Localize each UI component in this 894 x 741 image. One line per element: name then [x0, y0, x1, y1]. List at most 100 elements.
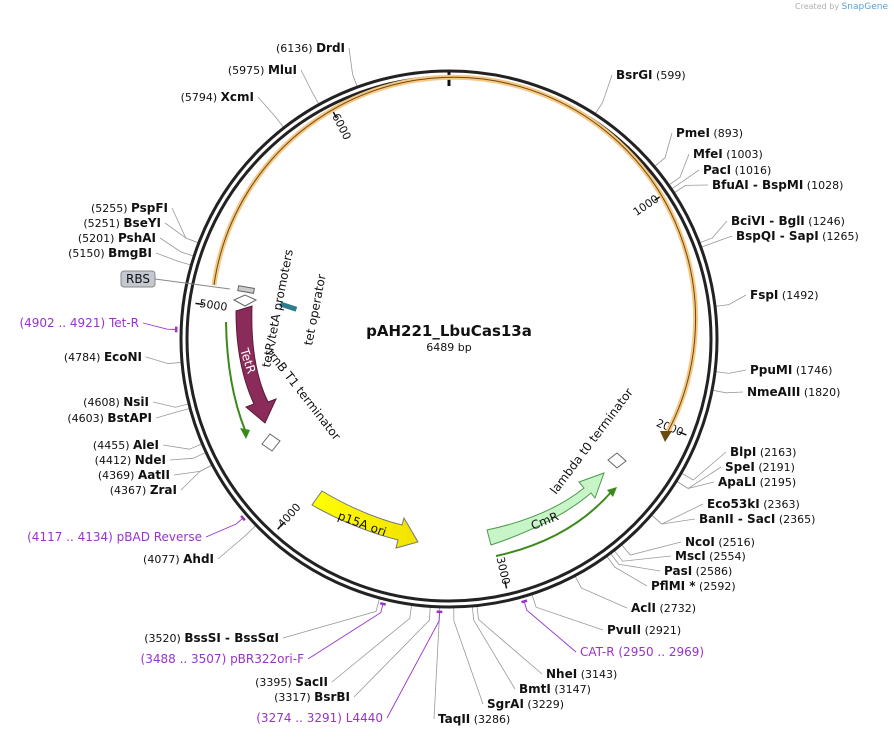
- site-position: (599): [653, 69, 686, 82]
- site-label[interactable]: SpeI (2191): [725, 460, 795, 474]
- tetR-green-head: [240, 428, 250, 439]
- site-position: (4455): [93, 439, 133, 452]
- site-position: (2586): [692, 565, 732, 578]
- site-label[interactable]: BsrGI (599): [616, 68, 686, 82]
- site-label[interactable]: BciVI - BglI (1246): [731, 214, 845, 228]
- primer-name: L4440: [346, 711, 383, 725]
- site-label[interactable]: FspI (1492): [750, 288, 818, 302]
- site-leader: [453, 607, 484, 705]
- site-leader: [180, 464, 212, 491]
- site-name: DrdI: [316, 41, 345, 55]
- site-label[interactable]: (3317) BsrBI: [274, 690, 350, 704]
- site-leader: [476, 606, 543, 675]
- site-label[interactable]: BanII - SacI (2365): [699, 512, 815, 526]
- site-label[interactable]: (4455) AleI: [93, 438, 159, 452]
- site-label[interactable]: NheI (3143): [546, 667, 617, 681]
- p15A-ori-arrow[interactable]: [311, 490, 419, 549]
- primer-label[interactable]: CAT-R (2950 .. 2969): [580, 645, 704, 659]
- site-label[interactable]: (6136) DrdI: [276, 41, 345, 55]
- site-leader: [654, 132, 673, 167]
- site-label[interactable]: BlpI (2163): [730, 445, 796, 459]
- site-label[interactable]: PasI (2586): [664, 564, 732, 578]
- site-label[interactable]: NmeAIII (1820): [747, 385, 840, 399]
- primer-label[interactable]: (4117 .. 4134) pBAD Reverse: [27, 530, 202, 544]
- site-leader: [162, 443, 202, 450]
- site-label[interactable]: (4603) BstAPI: [67, 411, 152, 425]
- site-label[interactable]: PpuMI (1746): [750, 363, 832, 377]
- rrnB-terminator-icon[interactable]: [261, 433, 281, 452]
- site-label[interactable]: (5251) BseYI: [83, 216, 161, 230]
- site-label[interactable]: PflMI * (2592): [651, 579, 736, 593]
- site-label[interactable]: (5150) BmgBI: [68, 246, 152, 260]
- primer-range: (2950 .. 2969): [615, 645, 705, 659]
- site-name: MfeI: [693, 147, 723, 161]
- site-label[interactable]: (4784) EcoNI: [64, 350, 142, 364]
- site-label[interactable]: TaqII (3286): [438, 712, 510, 726]
- site-leader: [699, 220, 728, 243]
- site-name: SacII: [295, 675, 328, 689]
- site-label[interactable]: PacI (1016): [703, 163, 771, 177]
- site-leader: [353, 607, 431, 698]
- CmR-arrow[interactable]: [486, 472, 605, 546]
- tet-operator-box[interactable]: [279, 301, 298, 312]
- site-name: TaqII: [438, 712, 470, 726]
- primer-leader: [205, 517, 245, 538]
- site-label[interactable]: BfuAI - BspMI (1028): [712, 178, 843, 192]
- snapgene-logo: SnapGene: [841, 2, 888, 12]
- rbs-marker[interactable]: RBS: [120, 270, 231, 290]
- site-name: BseYI: [123, 216, 161, 230]
- site-name: ZraI: [150, 483, 177, 497]
- site-label[interactable]: (5255) PspFI: [91, 201, 168, 215]
- site-name: AhdI: [183, 552, 214, 566]
- site-leader: [574, 576, 628, 609]
- primer-leader: [307, 602, 384, 660]
- site-name: NcoI: [685, 535, 715, 549]
- primer-label[interactable]: (3488 .. 3507) pBR322ori-F: [141, 652, 305, 666]
- site-label[interactable]: (4369) AatII: [98, 468, 170, 482]
- primer-label[interactable]: (3274 .. 3291) L4440: [256, 711, 383, 725]
- site-label[interactable]: (5201) PshAI: [78, 231, 156, 245]
- site-label[interactable]: (4367) ZraI: [110, 483, 177, 497]
- lambda-terminator-icon[interactable]: [607, 452, 627, 469]
- site-position: (3143): [577, 668, 617, 681]
- site-name: BlpI: [730, 445, 756, 459]
- tick-label: 5000: [199, 297, 229, 314]
- site-label[interactable]: (4077) AhdI: [143, 552, 214, 566]
- site-label[interactable]: NcoI (2516): [685, 535, 755, 549]
- site-label[interactable]: (5794) XcmI: [181, 90, 254, 104]
- site-position: (2163): [756, 446, 796, 459]
- site-leader: [715, 369, 747, 374]
- site-name: PshAI: [118, 231, 156, 245]
- site-name: BssSI - BssSαI: [184, 631, 279, 645]
- site-name: MscI: [675, 549, 706, 563]
- site-leader: [257, 96, 284, 128]
- tetR-promoter-arrow[interactable]: [232, 294, 258, 307]
- site-label[interactable]: Eco53kI (2363): [707, 497, 800, 511]
- site-label[interactable]: (4412) NdeI: [95, 453, 166, 467]
- primer-range: (3488 .. 3507): [141, 652, 231, 666]
- site-name: SpeI: [725, 460, 755, 474]
- site-label[interactable]: PmeI (893): [676, 126, 743, 140]
- site-label[interactable]: ApaLI (2195): [718, 475, 796, 489]
- site-label[interactable]: (5975) MluI: [228, 63, 297, 77]
- tetR-arrow[interactable]: [235, 305, 277, 424]
- site-name: PmeI: [676, 126, 710, 140]
- primer-marks: [174, 326, 528, 614]
- site-label[interactable]: SgrAI (3229): [487, 697, 564, 711]
- site-name: PasI: [664, 564, 692, 578]
- site-label[interactable]: MscI (2554): [675, 549, 746, 563]
- site-position: (4608): [83, 396, 123, 409]
- site-leader: [715, 294, 747, 307]
- site-label[interactable]: BmtI (3147): [519, 682, 591, 696]
- site-position: (2363): [760, 498, 800, 511]
- site-label[interactable]: (3520) BssSI - BssSαI: [144, 631, 279, 645]
- site-label[interactable]: (3395) SacII: [255, 675, 328, 689]
- primer-leader: [142, 322, 178, 330]
- site-label[interactable]: (4608) NsiI: [83, 395, 149, 409]
- primer-label[interactable]: (4902 .. 4921) Tet-R: [19, 316, 139, 330]
- site-label[interactable]: BspQI - SapI (1265): [736, 229, 859, 243]
- site-label[interactable]: AclI (2732): [631, 601, 696, 615]
- site-label[interactable]: MfeI (1003): [693, 147, 763, 161]
- site-label[interactable]: PvuII (2921): [607, 623, 681, 637]
- site-leader: [669, 153, 690, 186]
